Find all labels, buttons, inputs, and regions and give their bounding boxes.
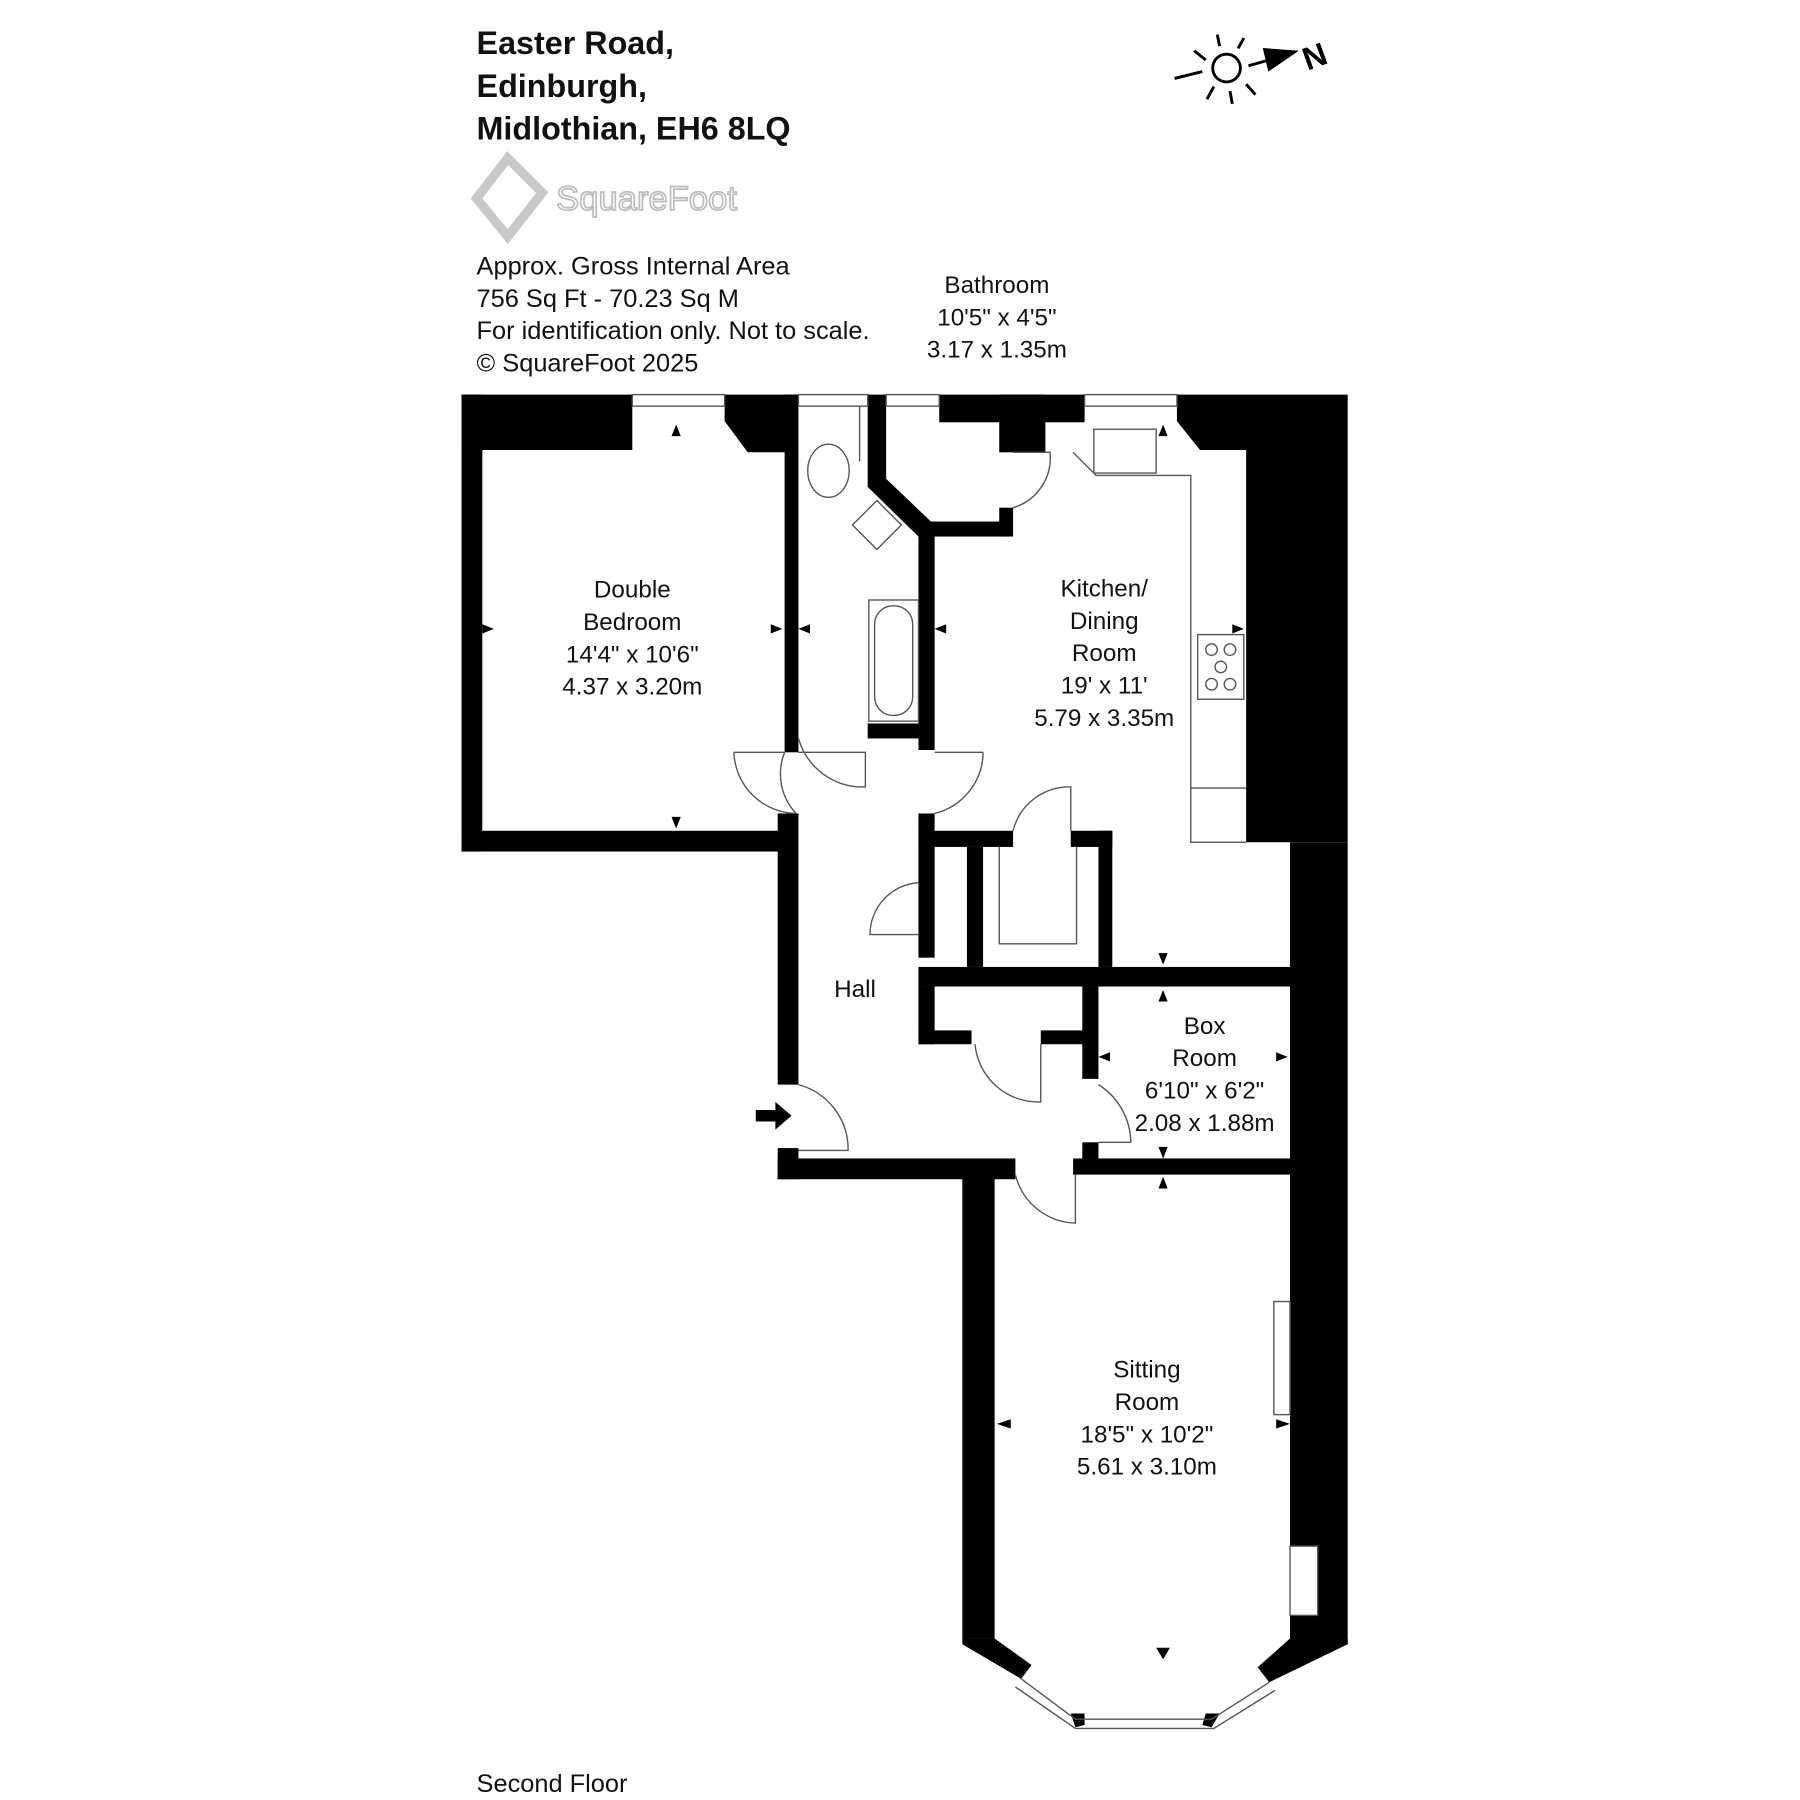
- dimension-markers: [482, 424, 1290, 1660]
- room-name: Double: [594, 577, 671, 604]
- room-name: Room: [1072, 640, 1137, 667]
- hob-icon: [1197, 633, 1245, 700]
- area-info: Approx. Gross Internal Area 756 Sq Ft - …: [477, 253, 870, 378]
- room-name: Sitting: [1113, 1357, 1180, 1384]
- room-metric: 4.37 x 3.20m: [562, 674, 702, 701]
- info-line-1: Approx. Gross Internal Area: [477, 253, 791, 281]
- room-imperial: 14'4" x 10'6": [566, 641, 699, 668]
- windows: [631, 393, 1276, 1730]
- room-name: Room: [1172, 1045, 1237, 1072]
- room-name: Bedroom: [583, 609, 681, 636]
- room-metric: 2.08 x 1.88m: [1135, 1110, 1275, 1137]
- room-name: Dining: [1070, 608, 1139, 635]
- room-double-bedroom: Double Bedroom 14'4" x 10'6" 4.37 x 3.20…: [562, 577, 702, 701]
- address-line-2: Edinburgh,: [477, 68, 647, 104]
- room-imperial: 18'5" x 10'2": [1081, 1421, 1214, 1448]
- room-metric: 5.61 x 3.10m: [1077, 1454, 1217, 1481]
- fireplace-icon: [1273, 1300, 1291, 1416]
- room-name: Box: [1184, 1013, 1226, 1040]
- address-line-3: Midlothian, EH6 8LQ: [477, 111, 791, 147]
- address-line-1: Easter Road,: [477, 25, 674, 61]
- info-line-3: For identification only. Not to scale.: [477, 317, 870, 345]
- room-imperial: 10'5" x 4'5": [937, 304, 1056, 331]
- room-sitting-room: Sitting Room 18'5" x 10'2" 5.61 x 3.10m: [1077, 1357, 1217, 1481]
- basin-icon: [851, 499, 903, 551]
- room-name: Room: [1115, 1389, 1180, 1416]
- room-hall: Hall: [834, 976, 876, 1003]
- info-line-4: © SquareFoot 2025: [477, 350, 699, 378]
- room-kitchen-dining: Kitchen/ Dining Room 19' x 11' 5.79 x 3.…: [1034, 576, 1174, 732]
- sink-icon: [1093, 428, 1157, 474]
- toilet-icon: [806, 443, 850, 498]
- room-box-room: Box Room 6'10" x 6'2" 2.08 x 1.88m: [1135, 1013, 1275, 1137]
- room-name: Kitchen/: [1060, 576, 1148, 603]
- room-name: Bathroom: [944, 272, 1049, 299]
- walls: [461, 394, 1348, 1728]
- logo-text: SquareFoot: [556, 180, 737, 218]
- squarefoot-logo: SquareFoot: [470, 151, 738, 244]
- room-name: Hall: [834, 976, 876, 1003]
- info-line-2: 756 Sq Ft - 70.23 Sq M: [477, 285, 739, 313]
- room-imperial: 6'10" x 6'2": [1145, 1077, 1264, 1104]
- room-metric: 5.79 x 3.35m: [1034, 705, 1174, 732]
- entrance-arrow-icon: [755, 1101, 792, 1130]
- room-bathroom: Bathroom 10'5" x 4'5" 3.17 x 1.35m: [927, 272, 1067, 364]
- doors: [733, 451, 1132, 1224]
- compass-sun-icon: [1174, 34, 1299, 105]
- address: Easter Road, Edinburgh, Midlothian, EH6 …: [477, 25, 791, 146]
- fixtures: [806, 428, 1319, 1617]
- room-imperial: 19' x 11': [1061, 672, 1148, 699]
- room-metric: 3.17 x 1.35m: [927, 337, 1067, 364]
- floor-label: Second Floor: [477, 1770, 628, 1798]
